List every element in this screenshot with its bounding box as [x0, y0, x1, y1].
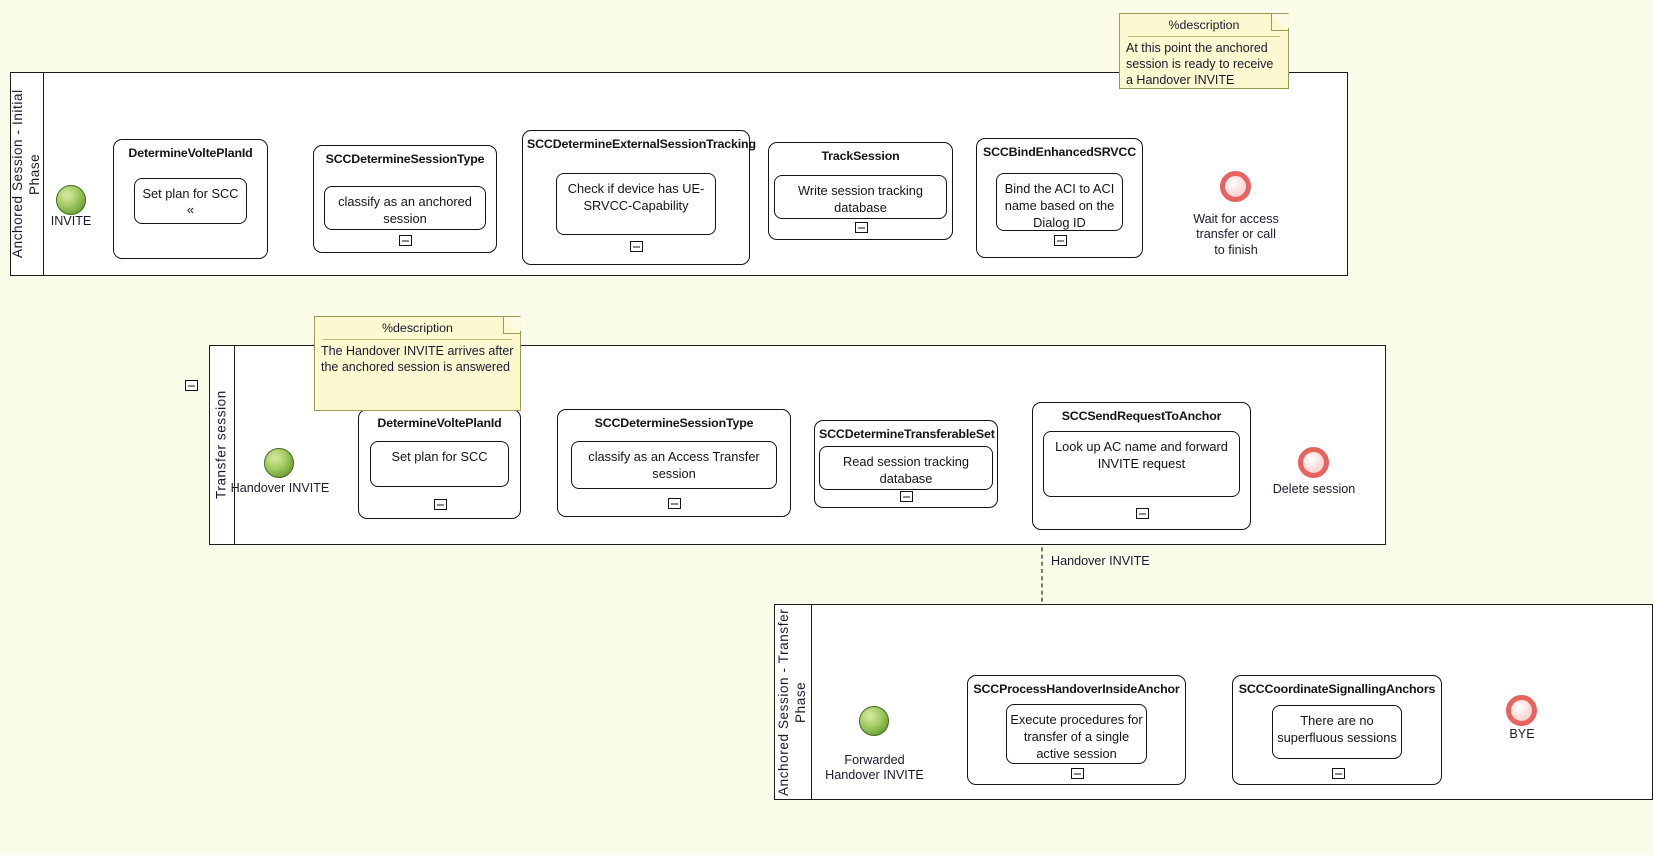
- task-body-text: Bind the ACI to ACI name based on the Di…: [1004, 181, 1115, 231]
- collapse-marker-icon[interactable]: [668, 498, 681, 509]
- pool-label-anchored-transfer-phase: Anchored Session - Transfer Phase: [776, 608, 808, 796]
- collapse-marker-icon[interactable]: [1332, 768, 1345, 779]
- task-scc-bind-enhanced-srvcc[interactable]: SCCBindEnhancedSRVCC Bind the ACI to ACI…: [976, 138, 1143, 258]
- task-determine-volte-plan-id-2[interactable]: DetermineVoltePlanId Set plan for SCC: [358, 409, 521, 519]
- start-event-forwarded-handover-invite[interactable]: [859, 706, 889, 736]
- task-scc-send-request-to-anchor[interactable]: SCCSendRequestToAnchor Look up AC name a…: [1032, 402, 1251, 530]
- pool-anchored-session-transfer-phase: Anchored Session - Transfer Phase: [774, 604, 1653, 800]
- task-inner-body: classify as an Access Transfer session: [571, 441, 777, 489]
- task-title: SCCBindEnhancedSRVCC: [982, 145, 1137, 159]
- pool-lane-divider: [43, 73, 44, 275]
- pool-lane-divider: [811, 605, 812, 799]
- task-body-text: classify as an anchored session: [338, 194, 472, 227]
- task-title: TrackSession: [821, 149, 900, 163]
- task-title: SCCProcessHandoverInsideAnchor: [973, 682, 1180, 696]
- note-fold-corner-icon: [1271, 14, 1288, 31]
- start-event-handover-invite[interactable]: [264, 448, 294, 478]
- collapse-marker-icon[interactable]: [185, 380, 198, 391]
- task-scc-determine-session-type-1[interactable]: SCCDetermineSessionType classify as an a…: [313, 145, 497, 253]
- collapse-marker-icon[interactable]: [1054, 235, 1067, 246]
- pool-label-transfer-session: Transfer session: [213, 390, 229, 500]
- end-event-bye[interactable]: [1506, 695, 1537, 726]
- note-title: %description: [1168, 18, 1240, 32]
- collapse-marker-icon[interactable]: [630, 241, 643, 252]
- task-inner-body: Set plan for SCC: [370, 441, 509, 487]
- task-scc-determine-external-session-tracking[interactable]: SCCDetermineExternalSessionTracking Chec…: [522, 130, 756, 265]
- end-event-wait-for-access-transfer[interactable]: [1220, 171, 1251, 202]
- start-event-forwarded-handover-invite-label: Forwarded Handover INVITE: [825, 753, 924, 783]
- note-divider: [323, 339, 512, 340]
- collapse-marker-icon[interactable]: [399, 235, 412, 246]
- task-title: DetermineVoltePlanId: [128, 146, 253, 160]
- task-scc-coordinate-signalling-anchors[interactable]: SCCCoordinateSignallingAnchors There are…: [1232, 675, 1442, 785]
- task-title: SCCDetermineExternalSessionTracking: [527, 137, 756, 151]
- task-body-text: Write session tracking database: [798, 183, 923, 216]
- collapse-marker-icon[interactable]: [855, 222, 868, 233]
- task-scc-process-handover-inside-anchor[interactable]: SCCProcessHandoverInsideAnchor Execute p…: [967, 675, 1186, 785]
- task-inner-body: Read session tracking database: [819, 446, 993, 490]
- note-handover-arrives: %description The Handover INVITE arrives…: [314, 316, 521, 411]
- task-title: SCCDetermineTransferableSet: [819, 427, 995, 441]
- note-anchored-ready: %description At this point the anchored …: [1119, 13, 1289, 89]
- task-body-text: There are no superfluous sessions: [1277, 713, 1397, 746]
- collapse-marker-icon[interactable]: [1136, 508, 1149, 519]
- task-title: SCCCoordinateSignallingAnchors: [1238, 682, 1436, 696]
- task-title: SCCSendRequestToAnchor: [1061, 409, 1222, 423]
- task-title: SCCDetermineSessionType: [594, 416, 754, 430]
- end-event-wait-label: Wait for access transfer or call to fini…: [1193, 212, 1279, 257]
- task-body-text: classify as an Access Transfer session: [588, 449, 760, 482]
- start-event-invite[interactable]: [56, 185, 86, 215]
- note-fold-corner-icon: [503, 317, 520, 334]
- task-inner-body: Execute procedures for transfer of a sin…: [1006, 704, 1147, 764]
- task-title: SCCDetermineSessionType: [325, 152, 485, 166]
- task-determine-volte-plan-id-1[interactable]: DetermineVoltePlanId Set plan for SCC «: [113, 139, 268, 391]
- task-inner-body: There are no superfluous sessions: [1272, 705, 1402, 759]
- start-event-handover-invite-label: Handover INVITE: [230, 481, 330, 495]
- chevron-double-left-icon: «: [186, 202, 195, 218]
- note-title: %description: [382, 321, 453, 335]
- end-event-delete-session-label: Delete session: [1272, 482, 1356, 496]
- task-body-text: Check if device has UE-SRVCC-Capability: [567, 181, 705, 214]
- note-body: The Handover INVITE arrives after the an…: [321, 344, 514, 374]
- task-body-text: Look up AC name and forward INVITE reque…: [1055, 439, 1228, 472]
- collapse-marker-icon[interactable]: [1071, 768, 1084, 779]
- end-event-bye-label: BYE: [1509, 727, 1535, 741]
- task-inner-body: classify as an anchored session: [324, 186, 486, 230]
- note-divider: [1128, 36, 1280, 37]
- pool-label-initial-phase: Anchored Session - Initial Phase: [10, 89, 42, 259]
- task-body-text: Execute procedures for transfer of a sin…: [1010, 712, 1143, 762]
- task-track-session[interactable]: TrackSession Write session tracking data…: [768, 142, 953, 240]
- pool-lane-divider: [234, 346, 235, 544]
- collapse-marker-icon[interactable]: [900, 491, 913, 502]
- task-body-text: Read session tracking database: [843, 454, 969, 487]
- task-inner-body: Bind the ACI to ACI name based on the Di…: [996, 173, 1123, 231]
- task-scc-determine-session-type-2[interactable]: SCCDetermineSessionType classify as an A…: [557, 409, 791, 517]
- task-title: DetermineVoltePlanId: [377, 416, 502, 430]
- start-event-invite-label: INVITE: [50, 214, 92, 228]
- collapse-marker-icon[interactable]: [434, 499, 447, 510]
- task-scc-determine-transferable-set[interactable]: SCCDetermineTransferableSet Read session…: [814, 420, 998, 508]
- note-body: At this point the anchored session is re…: [1126, 41, 1274, 87]
- task-inner-body: Look up AC name and forward INVITE reque…: [1043, 431, 1240, 497]
- task-body-text: Set plan for SCC: [391, 449, 488, 464]
- message-flow-label-handover-invite: Handover INVITE: [1051, 554, 1150, 568]
- task-inner-body: Set plan for SCC «: [134, 178, 247, 224]
- task-body-text: Set plan for SCC: [142, 186, 239, 201]
- task-inner-body: Write session tracking database: [774, 175, 947, 219]
- task-inner-body: Check if device has UE-SRVCC-Capability: [556, 173, 716, 235]
- end-event-delete-session[interactable]: [1298, 447, 1329, 478]
